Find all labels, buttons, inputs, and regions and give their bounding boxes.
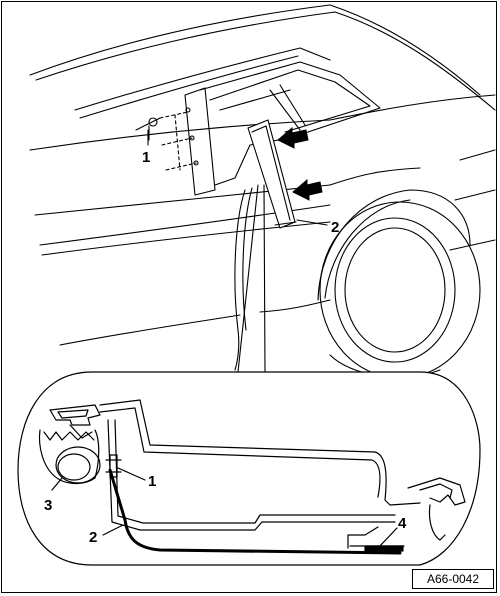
window-seal-right [407, 477, 466, 541]
section-line-right [263, 184, 266, 373]
callout-2-top: 2 [331, 219, 339, 236]
clip-part-upper [135, 117, 161, 141]
figure-id-label: A66-0042 [412, 569, 494, 589]
section-line-left [237, 184, 259, 373]
callout-1-top: 1 [142, 149, 150, 166]
callout-2-detail: 2 [89, 529, 97, 546]
car-body-outline [29, 4, 496, 346]
leader-c2-detail [102, 524, 124, 536]
rear-wheel [317, 189, 481, 379]
arrow-upper [277, 126, 309, 149]
door-seam [234, 189, 246, 371]
leader-c4-detail [377, 527, 398, 549]
detail-frame [17, 371, 481, 566]
callout-4-detail: 4 [398, 515, 407, 532]
rear-door-window [159, 61, 381, 196]
callout-3-detail: 3 [44, 497, 52, 514]
leader-c3-detail [51, 477, 63, 491]
trim-panel-detail [108, 468, 402, 555]
trim-panel [247, 119, 297, 229]
leader-c2-top [296, 219, 328, 226]
leader-c1-detail [117, 467, 146, 481]
arrow-lower [292, 178, 323, 201]
callout-1-detail: 1 [148, 473, 156, 490]
retaining-bracket [347, 526, 405, 552]
